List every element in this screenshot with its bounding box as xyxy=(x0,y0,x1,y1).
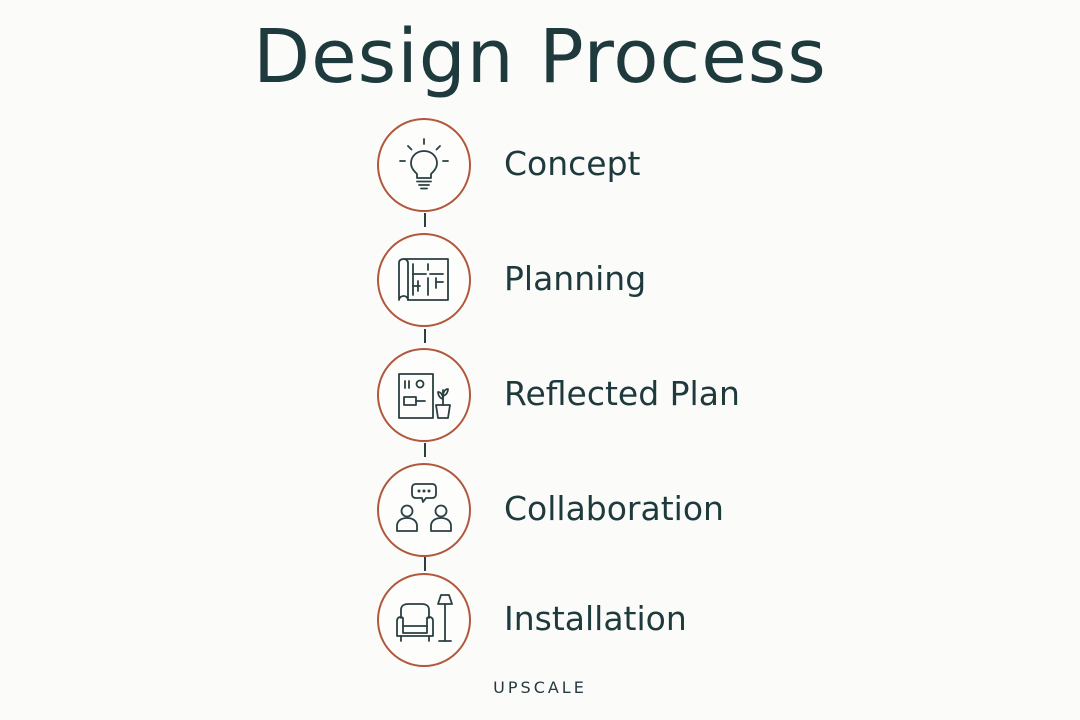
step-installation: Installation xyxy=(377,573,897,667)
step-circle xyxy=(377,118,471,212)
step-collaboration: Collaboration xyxy=(377,463,897,557)
connector-line xyxy=(424,329,426,343)
floor-plan-plant-icon xyxy=(398,373,451,419)
step-circle xyxy=(377,348,471,442)
connector-line xyxy=(424,557,426,571)
step-circle xyxy=(377,233,471,327)
step-label: Collaboration xyxy=(504,489,724,528)
brand-logo: UPSCALE xyxy=(493,678,587,697)
step-label: Concept xyxy=(504,144,641,183)
connector-line xyxy=(424,443,426,457)
blueprint-icon xyxy=(398,258,449,301)
step-label: Reflected Plan xyxy=(504,374,740,413)
connector-line xyxy=(424,213,426,227)
step-concept: Concept xyxy=(377,118,897,212)
people-chat-icon xyxy=(396,483,452,532)
step-label: Planning xyxy=(504,259,647,298)
step-label: Installation xyxy=(504,599,687,638)
step-planning: Planning xyxy=(377,233,897,327)
step-circle xyxy=(377,573,471,667)
armchair-lamp-icon xyxy=(396,594,453,642)
page-title: Design Process xyxy=(253,14,827,100)
step-reflected-plan: Reflected Plan xyxy=(377,348,897,442)
step-circle xyxy=(377,463,471,557)
lightbulb-icon xyxy=(399,138,449,190)
